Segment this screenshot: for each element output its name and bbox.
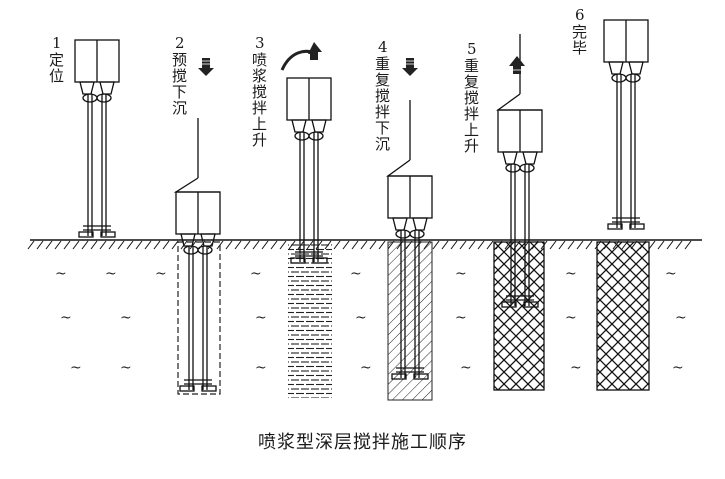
pile-column-step6	[596, 241, 650, 391]
step-3-number: 3	[255, 34, 265, 52]
svg-text:~: ~	[570, 360, 582, 376]
svg-text:~: ~	[70, 360, 82, 376]
svg-text:~: ~	[360, 360, 372, 376]
svg-text:~: ~	[120, 310, 132, 326]
step-3-label: 喷浆搅拌上升	[250, 52, 268, 148]
mixer-machine-step4	[386, 100, 433, 380]
step-2-label: 预搅下沉	[170, 52, 188, 116]
pile-column-step2	[177, 241, 221, 395]
mixer-machine-step6	[603, 19, 649, 230]
mixer-machine-step2	[173, 118, 221, 392]
svg-text:~: ~	[155, 266, 167, 282]
mixer-machine-step3	[286, 77, 332, 264]
step-2-number: 2	[175, 34, 185, 52]
svg-text:~: ~	[565, 266, 577, 282]
svg-text:~: ~	[255, 360, 267, 376]
svg-text:~: ~	[120, 360, 132, 376]
curved-lift-arrow-icon	[280, 42, 322, 71]
pile-column-step3	[288, 242, 332, 398]
step-4-label: 重复搅拌下沉	[373, 56, 391, 152]
svg-text:~: ~	[60, 310, 72, 326]
arrow-down-icon	[198, 58, 214, 76]
arrow-down-icon	[402, 58, 418, 76]
svg-text:~: ~	[665, 266, 677, 282]
diagram-caption: 喷浆型深层搅拌施工顺序	[258, 432, 467, 453]
step-6-number: 6	[575, 6, 585, 24]
svg-text:~: ~	[350, 266, 362, 282]
svg-text:~: ~	[250, 266, 262, 282]
svg-text:~: ~	[255, 310, 267, 326]
step-1-number: 1	[52, 34, 62, 52]
pile-column-step4	[387, 241, 433, 401]
pile-column-step5	[493, 241, 545, 391]
svg-text:~: ~	[455, 310, 467, 326]
svg-text:~: ~	[460, 360, 472, 376]
step-1-label: 定位	[47, 52, 65, 84]
soil-tilde-icon: ~ ~ ~ ~ ~ ~ ~ ~ ~ ~ ~ ~ ~ ~ ~ ~ ~ ~ ~ ~ ~ ~	[55, 266, 687, 376]
svg-text:~: ~	[672, 360, 684, 376]
step-6-label: 完毕	[570, 24, 588, 56]
svg-text:~: ~	[565, 310, 577, 326]
step-5-number: 5	[467, 40, 477, 58]
svg-text:~: ~	[675, 310, 687, 326]
svg-text:~: ~	[55, 266, 67, 282]
arrow-up-icon	[509, 56, 525, 74]
step-4-number: 4	[378, 38, 388, 56]
svg-text:~: ~	[355, 310, 367, 326]
svg-text:~: ~	[455, 266, 467, 282]
step-5-label: 重复搅拌上升	[462, 58, 480, 154]
ground-hatch-icon	[27, 239, 702, 250]
mixer-machine-step1	[74, 39, 120, 238]
svg-text:~: ~	[105, 266, 117, 282]
